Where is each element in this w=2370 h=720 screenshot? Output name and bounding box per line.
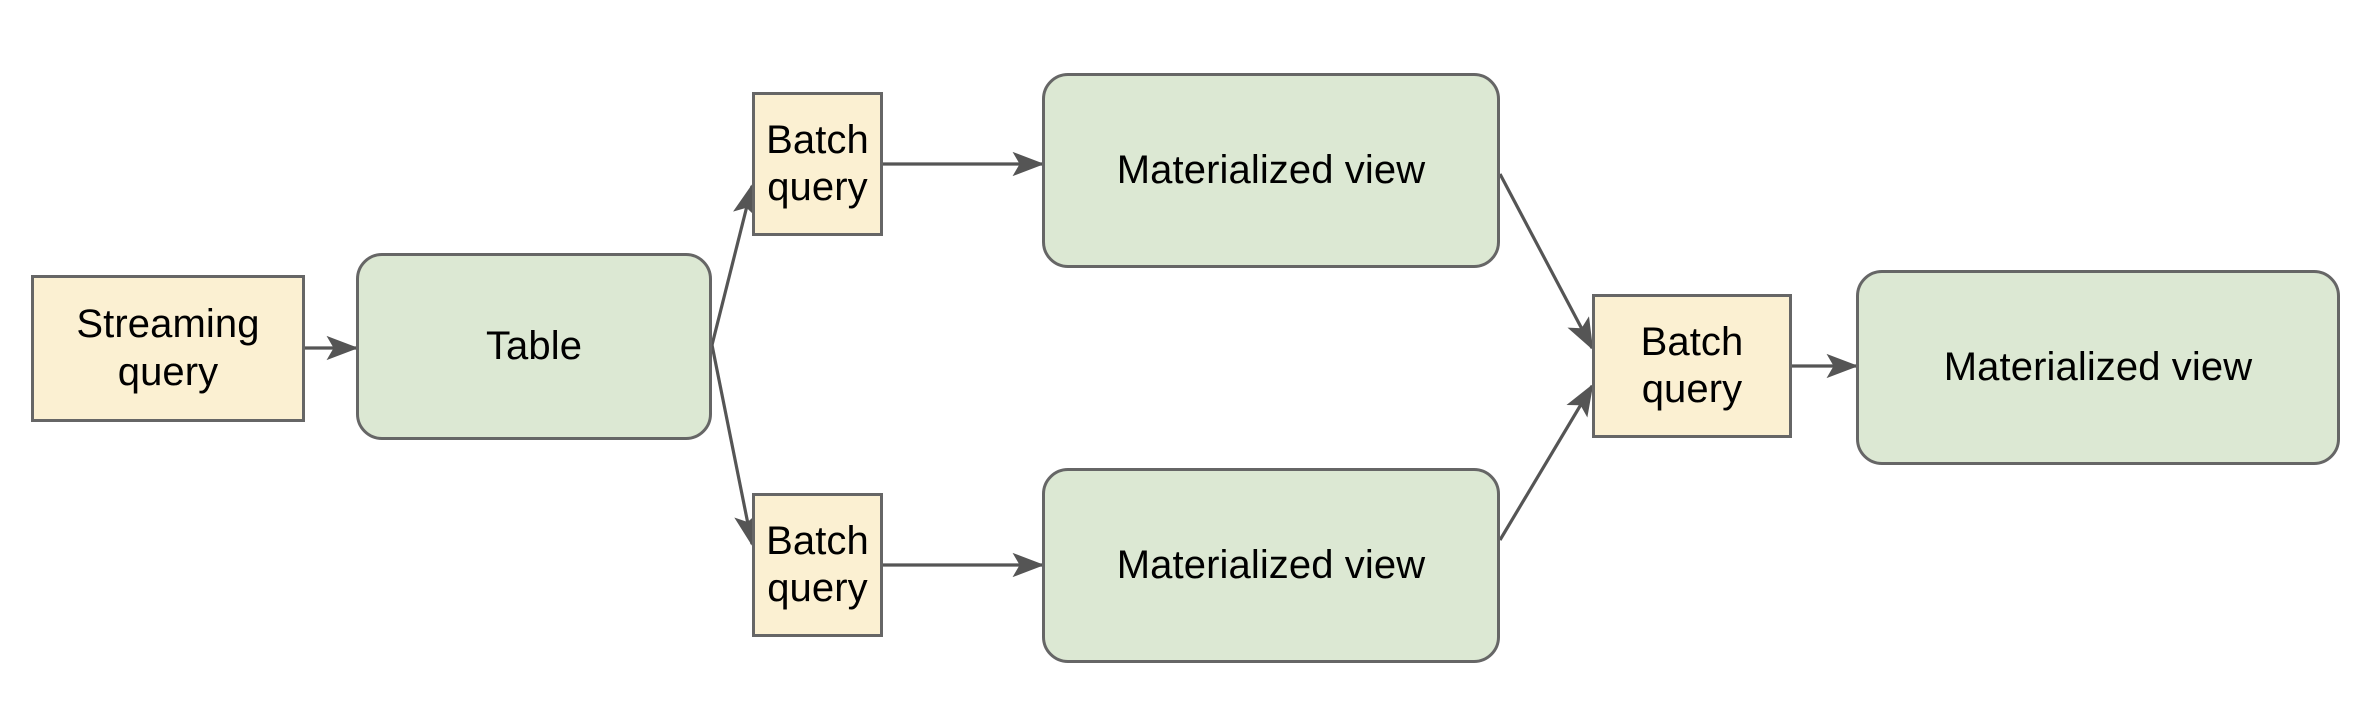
node-label-streaming-query: Streaming query: [76, 302, 260, 394]
node-label-batch-query-bottom: Batch query: [766, 518, 869, 610]
edge-materialized-view-top-to-batch-query-merge: [1498, 173, 1594, 351]
node-label-batch-query-merge: Batch query: [1640, 319, 1744, 411]
edge-materialized-view-bottom-to-batch-query-merge: [1498, 383, 1594, 541]
node-table[interactable]: Table: [356, 253, 712, 440]
node-batch-query-top[interactable]: Batch query: [752, 92, 883, 236]
node-streaming-query[interactable]: Streaming query: [31, 275, 305, 422]
node-materialized-view-final[interactable]: Materialized view: [1856, 270, 2340, 465]
node-label-materialized-view-bottom: Materialized view: [1116, 542, 1426, 587]
node-label-materialized-view-top: Materialized view: [1116, 147, 1426, 192]
node-batch-query-merge[interactable]: Batch query: [1592, 294, 1792, 438]
node-batch-query-bottom[interactable]: Batch query: [752, 493, 883, 637]
node-label-table: Table: [485, 323, 583, 368]
node-materialized-view-bottom[interactable]: Materialized view: [1042, 468, 1500, 663]
edge-table-to-batch-query-top: [710, 183, 757, 346]
node-label-batch-query-top: Batch query: [766, 117, 869, 209]
node-materialized-view-top[interactable]: Materialized view: [1042, 73, 1500, 268]
edge-group: [305, 151, 1859, 578]
node-label-materialized-view-final: Materialized view: [1943, 344, 2253, 389]
edge-table-to-batch-query-bottom: [710, 344, 759, 547]
